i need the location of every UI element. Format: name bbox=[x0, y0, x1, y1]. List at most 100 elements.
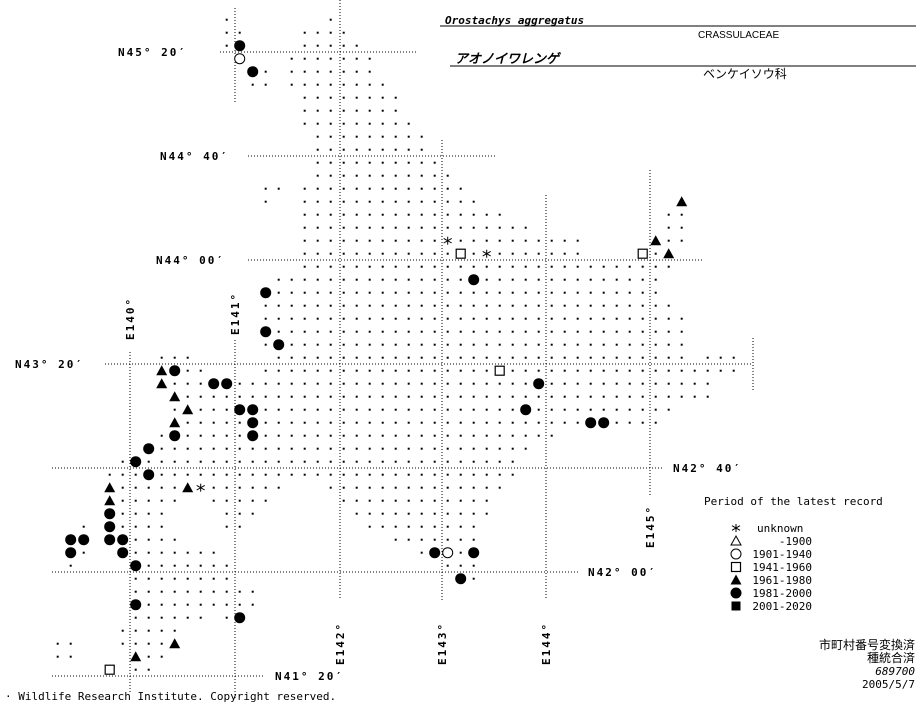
mesh-dot bbox=[654, 252, 657, 255]
mesh-dot bbox=[329, 83, 332, 86]
legend-label: 1961-1980 bbox=[752, 574, 812, 587]
mesh-dot bbox=[667, 226, 670, 229]
mesh-dot bbox=[147, 642, 150, 645]
record-filled-triangle bbox=[156, 378, 168, 389]
mesh-dot bbox=[446, 356, 449, 359]
mesh-dot bbox=[121, 525, 124, 528]
mesh-dot bbox=[238, 460, 241, 463]
mesh-dot bbox=[303, 122, 306, 125]
record-filled-circle bbox=[104, 508, 116, 520]
mesh-dot bbox=[199, 616, 202, 619]
copyright: · Wildlife Research Institute. Copyright… bbox=[5, 690, 336, 703]
mesh-dot bbox=[576, 382, 579, 385]
mesh-dot bbox=[355, 109, 358, 112]
mesh-dot bbox=[394, 200, 397, 203]
mesh-dot bbox=[550, 382, 553, 385]
mesh-dot bbox=[485, 304, 488, 307]
mesh-dot bbox=[394, 252, 397, 255]
mesh-dot bbox=[173, 447, 176, 450]
mesh-dot bbox=[485, 434, 488, 437]
mesh-dot bbox=[524, 265, 527, 268]
mesh-dot bbox=[316, 382, 319, 385]
mesh-dot bbox=[264, 70, 267, 73]
mesh-dot bbox=[420, 356, 423, 359]
mesh-dot bbox=[446, 408, 449, 411]
lat-label: N42° 40′ bbox=[673, 462, 742, 475]
mesh-dot bbox=[368, 499, 371, 502]
mesh-dot bbox=[160, 551, 163, 554]
record-filled-circle bbox=[130, 456, 142, 468]
mesh-dot bbox=[433, 525, 436, 528]
mesh-dot bbox=[628, 304, 631, 307]
mesh-dot bbox=[212, 577, 215, 580]
mesh-dot bbox=[407, 525, 410, 528]
record-filled-circle bbox=[234, 612, 246, 624]
mesh-dot bbox=[225, 408, 228, 411]
mesh-dot bbox=[251, 460, 254, 463]
mesh-dot bbox=[420, 304, 423, 307]
record-filled-circle bbox=[104, 534, 116, 546]
mesh-dot bbox=[680, 395, 683, 398]
mesh-dot bbox=[329, 434, 332, 437]
mesh-dot bbox=[563, 265, 566, 268]
mesh-dot bbox=[355, 343, 358, 346]
legend-open-square-icon bbox=[730, 561, 742, 573]
mesh-dot bbox=[368, 96, 371, 99]
legend-label: 2001-2020 bbox=[752, 600, 812, 613]
mesh-dot bbox=[433, 434, 436, 437]
mesh-dot bbox=[498, 291, 501, 294]
mesh-dot bbox=[316, 70, 319, 73]
mesh-dot bbox=[381, 304, 384, 307]
mesh-dot bbox=[394, 109, 397, 112]
mesh-dot bbox=[628, 395, 631, 398]
mesh-dot bbox=[511, 226, 514, 229]
mesh-dot bbox=[381, 343, 384, 346]
mesh-dot bbox=[602, 369, 605, 372]
mesh-dot bbox=[355, 460, 358, 463]
mesh-dot bbox=[407, 161, 410, 164]
mesh-dot bbox=[355, 213, 358, 216]
mesh-dot bbox=[511, 304, 514, 307]
mesh-dot bbox=[524, 252, 527, 255]
mesh-dot bbox=[381, 473, 384, 476]
mesh-dot bbox=[576, 395, 579, 398]
mesh-dot bbox=[342, 96, 345, 99]
mesh-dot bbox=[290, 278, 293, 281]
mesh-dot bbox=[173, 499, 176, 502]
mesh-dot bbox=[303, 382, 306, 385]
mesh-dot bbox=[511, 278, 514, 281]
mesh-dot bbox=[329, 57, 332, 60]
mesh-dot bbox=[368, 278, 371, 281]
record-filled-triangle bbox=[169, 417, 181, 428]
mesh-dot bbox=[498, 473, 501, 476]
mesh-dot bbox=[368, 447, 371, 450]
mesh-dot bbox=[147, 603, 150, 606]
mesh-dot bbox=[134, 642, 137, 645]
mesh-dot bbox=[628, 343, 631, 346]
mesh-dot bbox=[537, 434, 540, 437]
mesh-dot bbox=[394, 408, 397, 411]
mesh-dot bbox=[563, 382, 566, 385]
mesh-dot bbox=[329, 135, 332, 138]
mesh-dot bbox=[498, 239, 501, 242]
mesh-dot bbox=[238, 421, 241, 424]
mesh-dot bbox=[537, 317, 540, 320]
mesh-dot bbox=[368, 460, 371, 463]
mesh-dot bbox=[628, 408, 631, 411]
mesh-dot bbox=[394, 187, 397, 190]
mesh-dot bbox=[407, 330, 410, 333]
mesh-dot bbox=[121, 460, 124, 463]
mesh-dot bbox=[433, 291, 436, 294]
mesh-dot bbox=[381, 525, 384, 528]
mesh-dot bbox=[368, 356, 371, 359]
mesh-dot bbox=[290, 343, 293, 346]
mesh-dot bbox=[641, 278, 644, 281]
mesh-dot bbox=[316, 304, 319, 307]
mesh-dot bbox=[472, 499, 475, 502]
mesh-dot bbox=[316, 187, 319, 190]
mesh-dot bbox=[342, 291, 345, 294]
mesh-dot bbox=[498, 486, 501, 489]
mesh-dot bbox=[667, 408, 670, 411]
mesh-dot bbox=[199, 408, 202, 411]
